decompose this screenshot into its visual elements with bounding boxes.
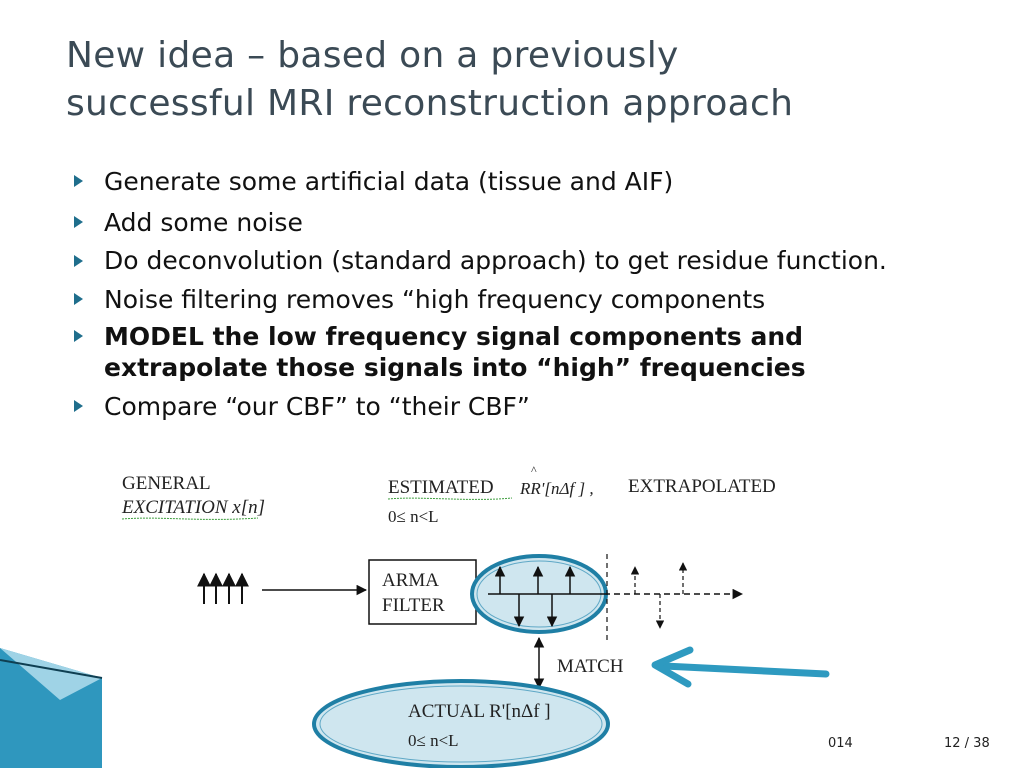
- excitation-impulses: [197, 572, 249, 604]
- estimated-expression: RR'[nΔf ] ,: [519, 479, 594, 498]
- bullet-text: Do deconvolution (standard approach) to …: [104, 246, 887, 275]
- bullet-item: Compare “our CBF” to “their CBF”: [72, 391, 972, 422]
- estimated-signal: [488, 565, 604, 628]
- actual-ellipse-inner: [319, 685, 603, 763]
- bullet-arrow-icon: [74, 216, 83, 228]
- arma-label: ARMA: [382, 570, 439, 591]
- filter-label: FILTER: [382, 595, 445, 616]
- bullet-item: Add some noise: [72, 207, 972, 238]
- spellcheck-underline: [121, 517, 259, 520]
- page-number: 12 / 38: [944, 736, 990, 751]
- pointer-arrow-icon: [651, 646, 830, 688]
- bullet-item: Do deconvolution (standard approach) to …: [72, 246, 972, 276]
- excitation-label: EXCITATION x[n]: [121, 497, 265, 518]
- spellcheck-underline: [387, 497, 513, 500]
- slide-title: New idea – based on a previously success…: [66, 32, 986, 128]
- match-label: MATCH: [557, 656, 624, 677]
- corner-decoration-line: [0, 659, 103, 679]
- corner-decoration-highlight: [0, 648, 102, 700]
- bullet-text: Add some noise: [104, 208, 303, 237]
- bullet-text: Generate some artificial data (tissue an…: [104, 167, 674, 196]
- bullet-arrow-icon: [74, 293, 83, 305]
- general-label: GENERAL: [122, 473, 211, 494]
- estimated-hat: ^: [531, 463, 537, 477]
- bullet-arrow-icon: [74, 175, 83, 187]
- arma-filter-box: [368, 559, 477, 625]
- bullet-text: Compare “our CBF” to “their CBF”: [104, 392, 530, 421]
- bullet-text: MODEL the low frequency signal component…: [104, 322, 806, 382]
- bullet-arrow-icon: [74, 255, 83, 267]
- bullet-arrow-icon: [74, 400, 83, 412]
- bullet-item: MODEL the low frequency signal component…: [72, 321, 972, 383]
- bullet-arrow-icon: [74, 330, 83, 342]
- range-label-top: 0≤ n<L: [388, 507, 439, 526]
- actual-ellipse: [312, 679, 610, 768]
- title-line-2: successful MRI reconstruction approach: [66, 83, 794, 124]
- bullet-text: Noise filtering removes “high frequency …: [104, 285, 766, 314]
- bullet-list: Generate some artificial data (tissue an…: [72, 166, 972, 432]
- extrapolated-label: EXTRAPOLATED: [628, 476, 776, 497]
- extrapolated-signal: [604, 554, 744, 642]
- bullet-item: Noise filtering removes “high frequency …: [72, 284, 972, 315]
- footer-date: 014: [828, 736, 853, 751]
- estimated-label: ESTIMATED: [388, 477, 494, 498]
- title-line-1: New idea – based on a previously: [66, 35, 679, 76]
- bullet-item: Generate some artificial data (tissue an…: [72, 166, 972, 197]
- range-label-bottom: 0≤ n<L: [408, 731, 459, 750]
- actual-label: ACTUAL R'[nΔf ]: [408, 701, 551, 722]
